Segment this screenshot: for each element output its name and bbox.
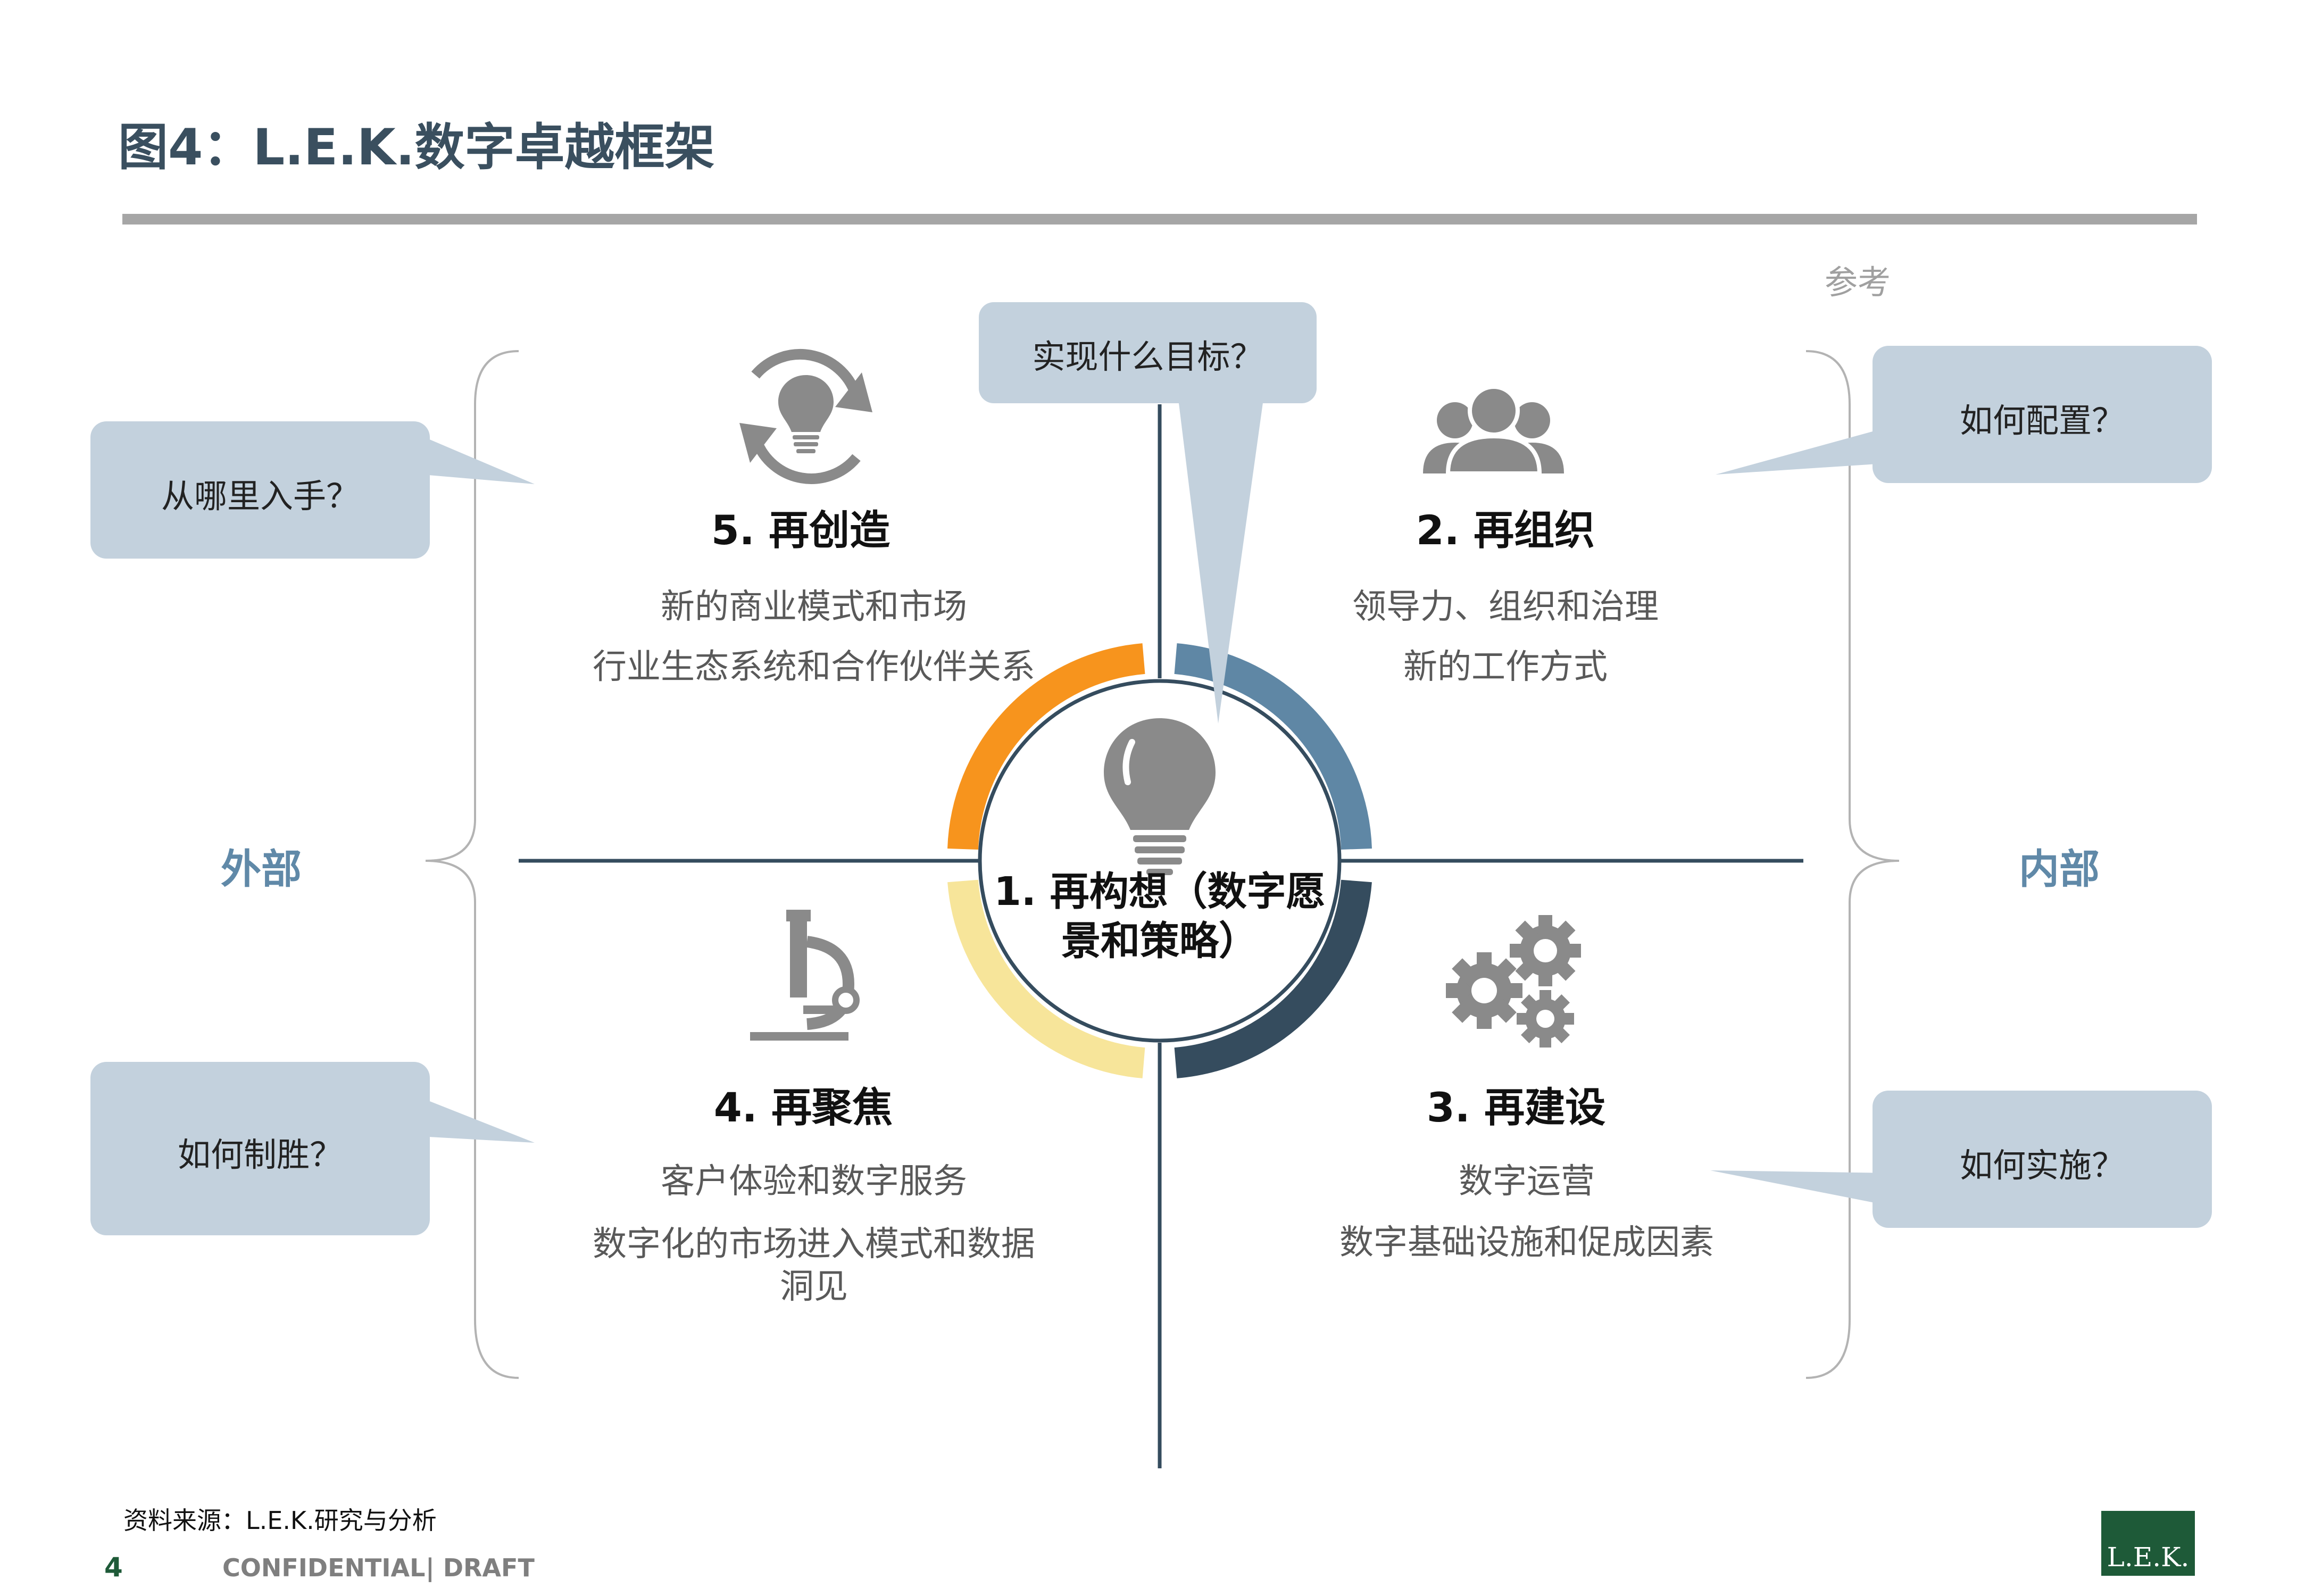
bubble-bottom-left [90,1062,430,1235]
bubble-bottom-right-text: 如何实施？ [1959,1146,2125,1185]
center-title: 1. 再构想（数字愿景和策略） [994,869,1326,964]
q4-line-3: 洞见 [780,1267,848,1307]
right-brace [1805,350,1900,1379]
bubble-bottom-right-pointer [1710,1170,1894,1207]
reference-label: 参考 [1825,263,1891,302]
bubble-bottom-right [1873,1091,2212,1228]
bubble-top-right-pointer [1716,426,1894,475]
q4-line-2: 数字化的市场进入模式和数据 [593,1225,1035,1264]
q5-line-2: 行业生态系统和合作伙伴关系 [593,647,1035,687]
ring-segment-top-left [947,643,1145,850]
people-group-icon [1423,385,1564,476]
bubble-top-right-text: 如何配置？ [1959,401,2125,440]
bubble-top-left [90,421,430,559]
draft-label: | DRAFT [426,1553,535,1582]
q2-line-2: 新的工作方式 [1403,647,1608,687]
q5-line-1: 新的商业模式和市场 [661,587,967,627]
bubble-top-text: 实现什么目标？ [1032,337,1263,376]
page-number: 4 [104,1552,123,1583]
side-label-internal: 内部 [2019,845,2100,893]
q2-title: 2. 再组织 [1416,506,1595,554]
q5-title: 5. 再创造 [711,506,891,554]
q3-line-1: 数字运营 [1459,1162,1595,1201]
q4-line-1: 客户体验和数字服务 [661,1162,967,1201]
q2-line-1: 领导力、组织和治理 [1352,587,1659,627]
ring-segment-bottom-left [947,879,1145,1078]
q3-line-2: 数字基础设施和促成因素 [1339,1223,1714,1262]
ring-segment-bottom-right [1174,879,1372,1078]
q4-title: 4. 再聚焦 [713,1084,893,1131]
gears-icon [1446,915,1581,1048]
side-label-external: 外部 [221,845,302,893]
lightbulb-icon [1104,718,1216,875]
bubble-top-right [1873,346,2212,483]
logo-text: L.E.K. [2107,1542,2190,1573]
bubble-bottom-left-pointer [410,1093,535,1143]
bubble-bottom-left-text: 如何制胜？ [177,1135,343,1174]
bubble-top-left-text: 从哪里入手？ [161,477,359,516]
bubble-top-left-pointer [410,431,535,484]
bubble-top-pointer [1178,399,1263,724]
source-note: 资料来源：L.E.K.研究与分析 [123,1506,437,1535]
lek-logo: L.E.K. [2101,1511,2195,1576]
left-brace [425,350,519,1379]
bubble-top [979,302,1317,403]
microscope-icon [750,910,860,1041]
lightbulb-cycle-icon [739,348,872,484]
confidential-label: CONFIDENTIAL [222,1553,426,1582]
page-title: 图4：L.E.K.数字卓越框架 [118,119,715,177]
q3-title: 3. 再建设 [1426,1084,1606,1131]
title-divider [122,214,2197,225]
